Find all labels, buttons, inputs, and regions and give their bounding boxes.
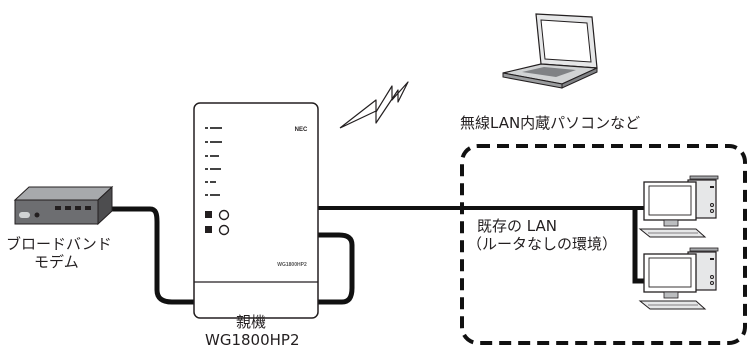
lan-boundary xyxy=(460,144,747,345)
parent-unit-model: WG1800HP2 xyxy=(205,331,300,349)
router-button xyxy=(218,209,230,221)
lan-label: 既存の LAN xyxy=(477,217,557,235)
modem-icon xyxy=(13,185,114,226)
parent-unit-label: 親機 xyxy=(236,313,267,331)
laptop-label: 無線LAN内蔵パソコンなど xyxy=(460,114,641,132)
router-icon: NEC WG1800HP2 xyxy=(193,102,319,319)
wireless-signal-icon xyxy=(339,81,409,129)
router-button xyxy=(218,224,230,236)
desktop-pc-icon xyxy=(638,247,719,310)
router-status-leds xyxy=(205,127,222,196)
router-model-print: WG1800HP2 xyxy=(277,262,307,268)
laptop-icon xyxy=(502,13,598,89)
modem-label-line2: モデム xyxy=(34,253,79,271)
router-brand: NEC xyxy=(295,127,308,133)
modem-label: ブロードバンド xyxy=(6,235,112,253)
desktop-pc-icon xyxy=(638,175,719,238)
lan-label-line2: （ルータなしの環境） xyxy=(467,235,618,253)
